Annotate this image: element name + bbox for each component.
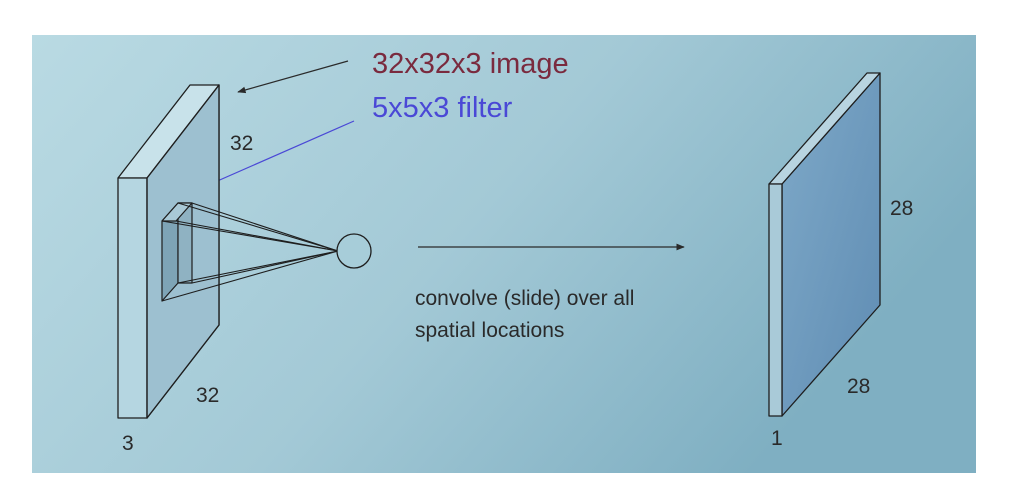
neuron-circle <box>336 233 372 269</box>
convolution-diagram: 32x32x3 image 5x5x3 filter <box>32 35 976 473</box>
receptive-field-lines <box>161 202 339 302</box>
output-width-label: 28 <box>847 375 870 398</box>
filter-pointer-arrow <box>205 120 355 187</box>
output-height-label: 28 <box>890 197 913 220</box>
filter-size-label: 5x5x3 filter <box>372 92 513 124</box>
input-height-label: 32 <box>230 132 253 155</box>
input-width-label: 32 <box>196 384 219 407</box>
convolve-caption-line1: convolve (slide) over all <box>415 287 634 310</box>
image-pointer-arrow <box>237 60 349 94</box>
input-depth-label: 3 <box>122 432 134 455</box>
convolve-caption-line2: spatial locations <box>415 319 564 342</box>
output-depth-label: 1 <box>771 427 783 450</box>
image-size-label: 32x32x3 image <box>372 48 569 80</box>
lecture-slide: 32x32x3 image 5x5x3 filter <box>32 35 976 473</box>
output-activation-map <box>768 72 881 417</box>
